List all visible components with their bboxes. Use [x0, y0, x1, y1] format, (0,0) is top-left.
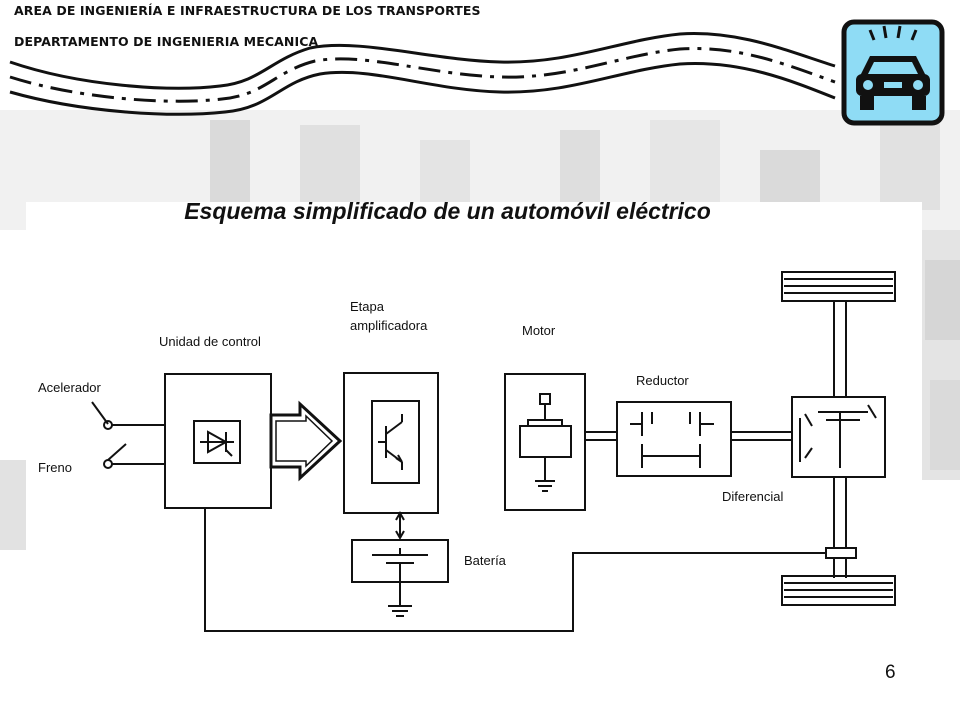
label-amplificadora: amplificadora: [350, 318, 428, 333]
label-bateria: Batería: [464, 553, 507, 568]
gear-train-icon: [630, 412, 714, 468]
header-area-title: AREA DE INGENIERÍA E INFRAESTRUCTURA DE …: [14, 3, 481, 18]
label-etapa: Etapa: [350, 299, 385, 314]
motor-symbol-icon: [519, 393, 572, 492]
accelerator-switch: [91, 401, 165, 430]
label-acelerador: Acelerador: [38, 380, 102, 395]
label-freno: Freno: [38, 460, 72, 475]
transistor-symbol-icon: [378, 414, 403, 470]
label-reductor: Reductor: [636, 373, 689, 388]
label-motor: Motor: [522, 323, 556, 338]
signal-arrow: [269, 400, 343, 482]
speed-sensor: [825, 547, 857, 559]
label-diferencial: Diferencial: [722, 489, 784, 504]
car-icon: [841, 19, 945, 126]
brake-switch: [103, 443, 165, 469]
control-unit-chip: [193, 420, 241, 464]
wheel-bottom: [781, 575, 896, 606]
thyristor-symbol-icon: [200, 430, 234, 457]
page-number: 6: [885, 662, 896, 683]
amplifier-box: [343, 372, 439, 514]
motor-box: [504, 373, 586, 511]
label-unidad-control: Unidad de control: [159, 334, 261, 349]
differential-box: [791, 396, 886, 478]
battery-symbol-icon: [372, 548, 428, 617]
header-department-title: DEPARTAMENTO DE INGENIERIA MECANICA: [14, 34, 319, 49]
feedback-line: [204, 508, 826, 632]
slide-title: Esquema simplificado de un automóvil elé…: [184, 198, 711, 224]
wheel-top: [781, 271, 896, 302]
reducer-box: [616, 401, 732, 477]
amplifier-chip: [371, 400, 420, 484]
differential-gear-icon: [799, 404, 877, 468]
road-banner: [9, 32, 836, 116]
